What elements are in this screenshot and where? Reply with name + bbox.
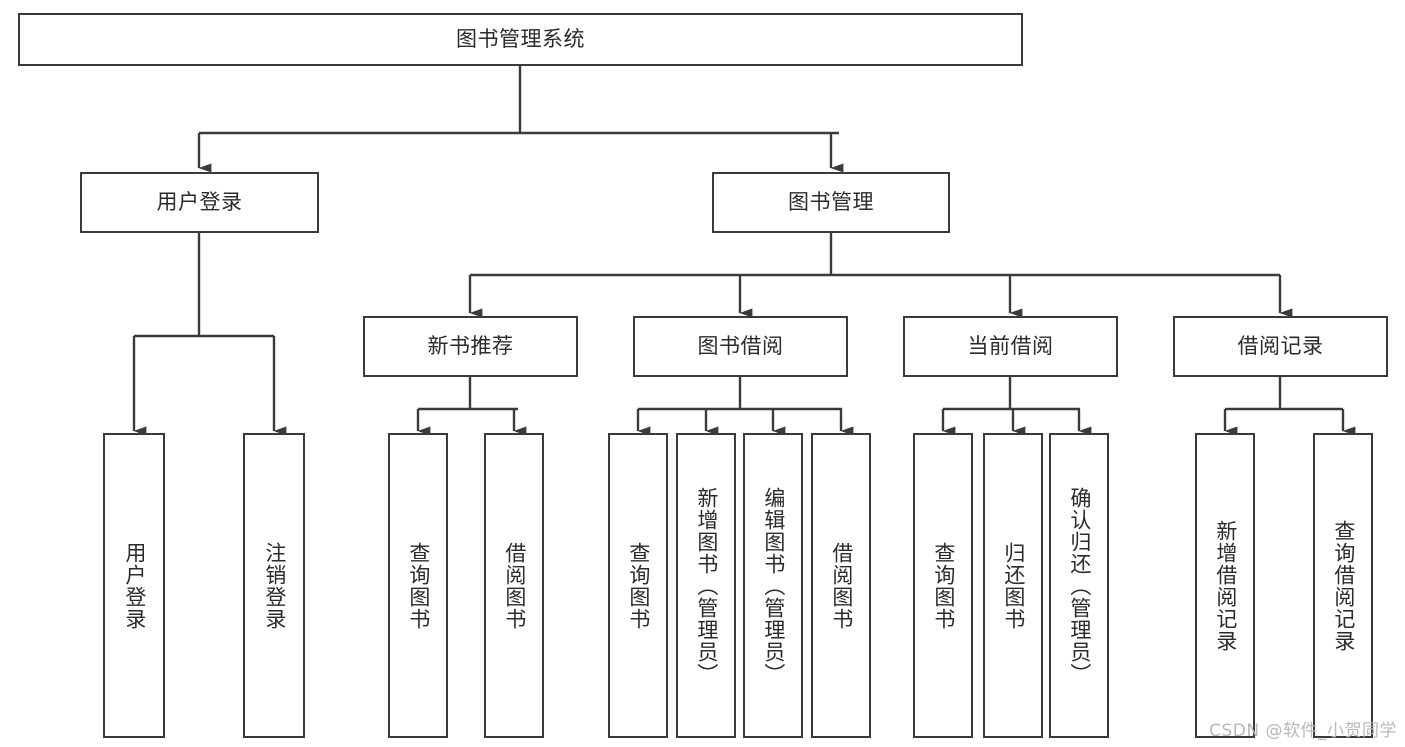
watermark-text: CSDN @软件_小贺同学 bbox=[1209, 721, 1397, 741]
node-leaf-query-book-3[interactable]: 查询图书 bbox=[913, 433, 973, 738]
node-leaf-borrow-book-1[interactable]: 借阅图书 bbox=[484, 433, 544, 738]
node-leaf-confirm-return-admin[interactable]: 确认归还（管理员） bbox=[1049, 433, 1109, 738]
node-leaf-return-book-label: 归还图书 bbox=[1001, 541, 1026, 630]
node-leaf-query-book-2[interactable]: 查询图书 bbox=[608, 433, 668, 738]
node-book-borrow[interactable]: 图书借阅 bbox=[633, 316, 848, 377]
node-new-book-recommend[interactable]: 新书推荐 bbox=[363, 316, 578, 377]
node-leaf-confirm-return-admin-label: 确认归还（管理员） bbox=[1067, 486, 1092, 685]
node-leaf-return-book[interactable]: 归还图书 bbox=[983, 433, 1043, 738]
node-new-book-recommend-label: 新书推荐 bbox=[427, 333, 514, 358]
node-leaf-query-book-3-label: 查询图书 bbox=[931, 541, 956, 630]
node-book-borrow-label: 图书借阅 bbox=[697, 333, 784, 358]
node-leaf-logout-login-label: 注销登录 bbox=[262, 541, 287, 630]
node-leaf-add-borrow-record-label: 新增借阅记录 bbox=[1213, 519, 1238, 652]
node-leaf-add-book-admin-label: 新增图书（管理员） bbox=[694, 486, 719, 685]
node-leaf-query-book-1-label: 查询图书 bbox=[406, 541, 431, 630]
node-leaf-logout-login[interactable]: 注销登录 bbox=[243, 433, 305, 738]
node-leaf-query-borrow-record-label: 查询借阅记录 bbox=[1331, 519, 1356, 652]
node-root-system-label: 图书管理系统 bbox=[456, 26, 585, 51]
node-leaf-borrow-book-2[interactable]: 借阅图书 bbox=[811, 433, 871, 738]
node-leaf-query-book-2-label: 查询图书 bbox=[626, 541, 651, 630]
node-leaf-borrow-book-2-label: 借阅图书 bbox=[829, 541, 854, 630]
node-leaf-edit-book-admin[interactable]: 编辑图书（管理员） bbox=[743, 433, 803, 738]
node-book-management-label: 图书管理 bbox=[788, 189, 874, 214]
node-leaf-query-book-1[interactable]: 查询图书 bbox=[388, 433, 448, 738]
node-leaf-edit-book-admin-label: 编辑图书（管理员） bbox=[761, 486, 786, 685]
node-borrow-record-label: 借阅记录 bbox=[1237, 333, 1324, 358]
node-leaf-user-login-label: 用户登录 bbox=[122, 541, 147, 630]
node-leaf-add-book-admin[interactable]: 新增图书（管理员） bbox=[676, 433, 736, 738]
node-current-borrow-label: 当前借阅 bbox=[967, 333, 1054, 358]
node-current-borrow[interactable]: 当前借阅 bbox=[903, 316, 1118, 377]
node-leaf-add-borrow-record[interactable]: 新增借阅记录 bbox=[1195, 433, 1255, 738]
node-user-login-label: 用户登录 bbox=[156, 189, 243, 214]
node-book-management[interactable]: 图书管理 bbox=[712, 172, 950, 233]
node-leaf-borrow-book-1-label: 借阅图书 bbox=[502, 541, 527, 630]
node-user-login[interactable]: 用户登录 bbox=[80, 172, 319, 233]
node-borrow-record[interactable]: 借阅记录 bbox=[1173, 316, 1388, 377]
node-leaf-query-borrow-record[interactable]: 查询借阅记录 bbox=[1313, 433, 1373, 738]
node-root-system[interactable]: 图书管理系统 bbox=[18, 13, 1023, 66]
node-leaf-user-login[interactable]: 用户登录 bbox=[103, 433, 165, 738]
